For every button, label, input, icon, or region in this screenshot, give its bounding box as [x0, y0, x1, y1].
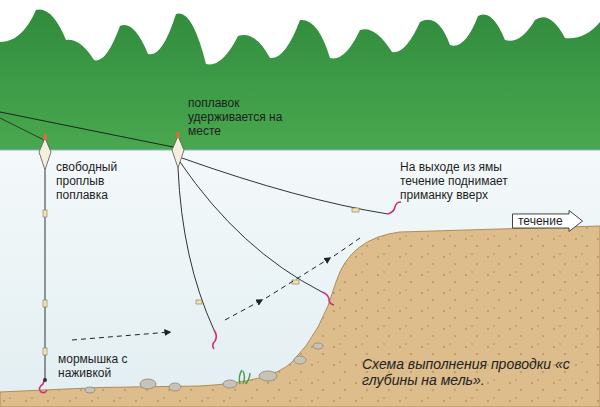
water	[0, 150, 600, 407]
pebbles	[85, 343, 323, 393]
weed	[239, 370, 250, 384]
note-label: свободный проплыв поплавка	[56, 160, 148, 202]
water-surface	[0, 150, 600, 151]
mormyshka-free	[39, 378, 47, 393]
fishing-line-free	[0, 118, 44, 140]
held-lines	[178, 158, 388, 330]
shore-vegetation	[0, 0, 600, 150]
free-line	[45, 170, 46, 378]
figure-caption: Схема выполнения проводки «с глубины на …	[362, 356, 594, 388]
float-held	[172, 132, 184, 168]
current-arrow: течение	[512, 210, 583, 232]
fishing-line-to-rod	[0, 112, 178, 148]
part-label: мормышка с наживкой	[58, 352, 148, 380]
note-label: поплавок удерживается на месте	[188, 96, 300, 138]
arrow-shape	[513, 211, 583, 232]
sky	[0, 0, 600, 64]
float-free	[39, 134, 51, 170]
note-label: На выходе из ямы течение поднимает прима…	[400, 160, 532, 202]
river-bottom	[0, 226, 600, 407]
line-beads	[43, 210, 47, 355]
held-baits	[213, 202, 401, 349]
motion-path	[72, 238, 360, 340]
node-text: течение	[518, 214, 583, 228]
sand-texture	[0, 226, 600, 407]
jig-head	[43, 378, 47, 382]
held-beads	[196, 208, 359, 304]
